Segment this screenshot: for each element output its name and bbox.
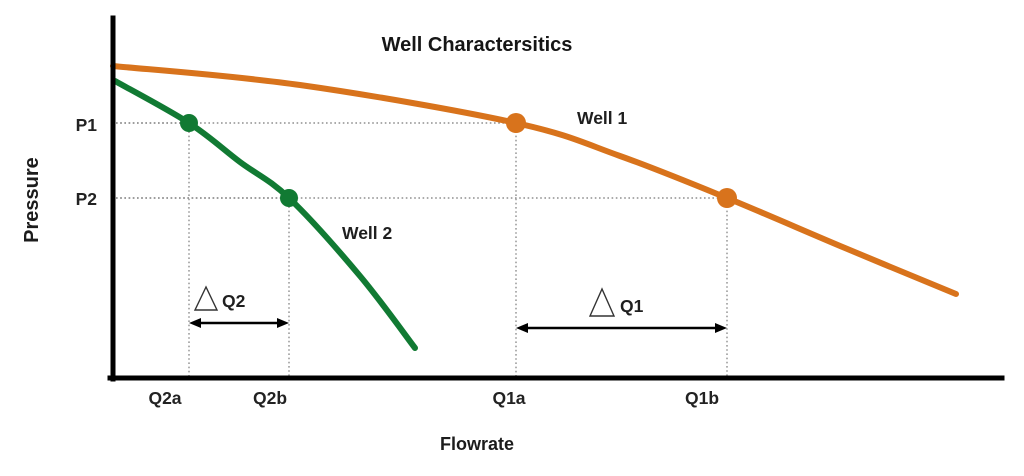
chart-title: Well Charactersitics [382,34,573,56]
arrowhead-left-icon [516,323,528,333]
delta-triangle-icon [193,285,219,311]
y-tick-p2: P2 [76,189,98,209]
delta-triangle-icon [588,287,616,317]
delta-arrows-layer [189,318,727,333]
arrowhead-right-icon [715,323,727,333]
well2-curve [112,78,418,351]
y-axis-label: Pressure [21,157,43,243]
x-tick-q1a: Q1a [492,388,525,408]
x-tick-q2a: Q2a [148,388,181,408]
delta-q1-label: Q1 [620,296,644,316]
series-curves-layer [110,63,959,351]
arrowhead-left-icon [189,318,201,328]
delta-q2-label: Q2 [222,291,246,311]
marker-q2b-p2 [280,189,298,207]
x-axis-label: Flowrate [440,434,514,454]
marker-q2a-p1 [180,114,198,132]
y-tick-p1: P1 [76,115,98,135]
guide-lines-layer [116,122,728,377]
delta-q1-arrow [516,323,727,333]
x-tick-q1b: Q1b [685,388,719,408]
marker-q1b-p2 [717,188,737,208]
series-label-well2: Well 2 [342,223,393,243]
data-point-markers-layer [180,113,737,208]
well1-curve [110,63,959,297]
marker-q1a-p1 [506,113,526,133]
delta-q2-arrow [189,318,289,328]
x-tick-q2b: Q2b [253,388,287,408]
series-label-well1: Well 1 [577,108,628,128]
arrowhead-right-icon [277,318,289,328]
